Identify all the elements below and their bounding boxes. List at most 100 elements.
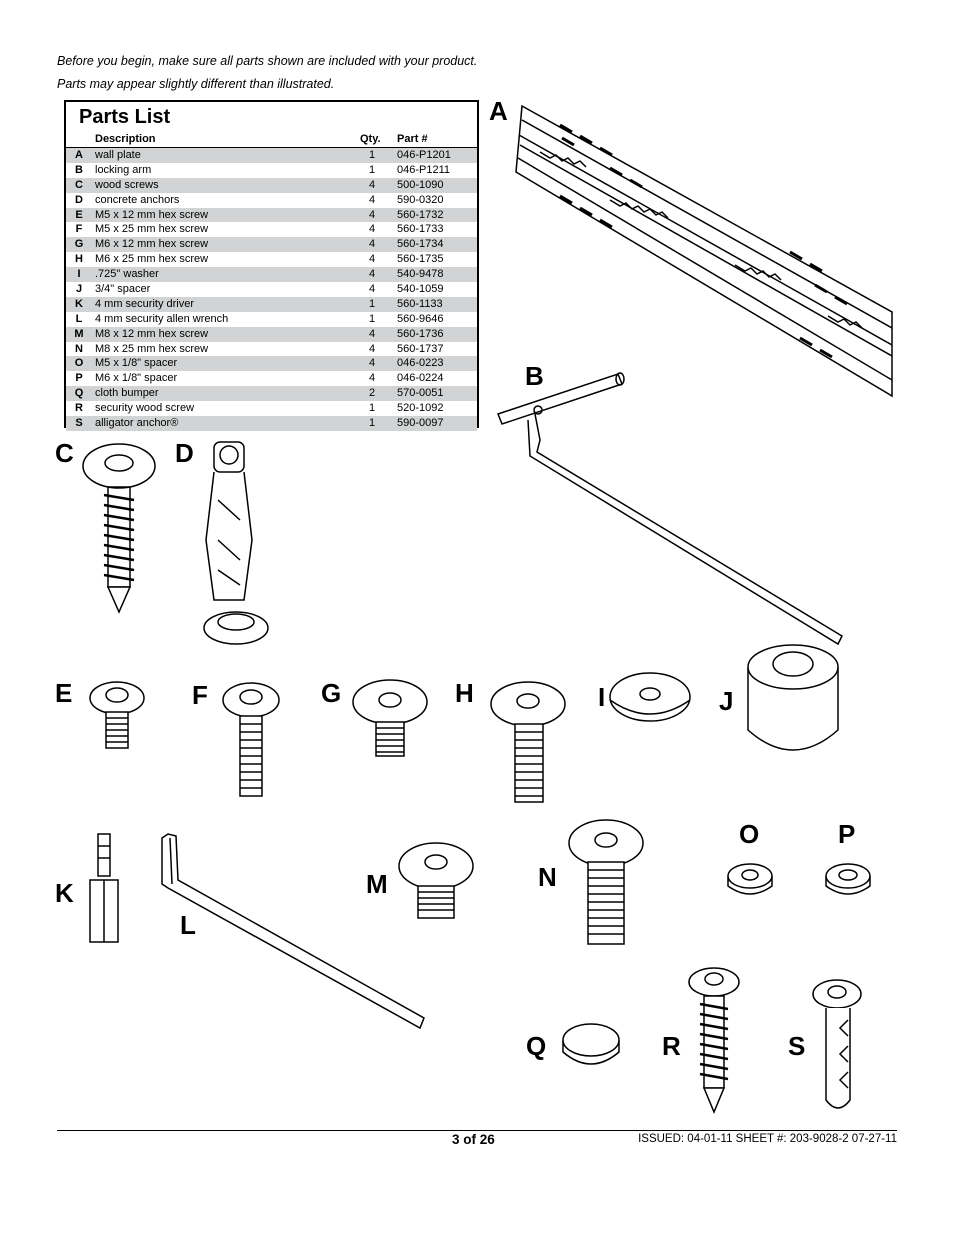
- label-o: O: [739, 819, 760, 849]
- part-description: M6 x 1/8" spacer: [95, 372, 178, 385]
- part-letter: H: [75, 253, 83, 266]
- part-letter: L: [75, 312, 83, 325]
- parts-row: J 3/4" spacer 4 540-1059: [66, 282, 477, 297]
- part-letter: M: [74, 327, 84, 340]
- part-qty: 4: [368, 357, 376, 370]
- part-description: 3/4" spacer: [95, 283, 151, 296]
- part-description: M5 x 12 mm hex screw: [95, 208, 209, 221]
- screw-g-drawing: [352, 679, 428, 757]
- footer-divider: [57, 1130, 897, 1131]
- part-qty: 4: [368, 327, 376, 340]
- part-number: 540-1059: [397, 283, 444, 296]
- concrete-anchor-drawing: [203, 441, 269, 645]
- part-qty: 2: [368, 387, 376, 400]
- part-description: M8 x 25 mm hex screw: [95, 342, 209, 355]
- alligator-anchor-drawing: [812, 979, 862, 1109]
- part-description: alligator anchor®: [95, 417, 179, 430]
- label-i: I: [598, 682, 606, 712]
- wood-screw-drawing: [82, 443, 156, 614]
- part-letter: C: [75, 178, 83, 191]
- part-qty: 1: [368, 297, 376, 310]
- intro-line-2: Parts may appear slightly different than…: [57, 77, 335, 91]
- parts-row: F M5 x 25 mm hex screw 4 560-1733: [66, 222, 477, 237]
- parts-row: E M5 x 12 mm hex screw 4 560-1732: [66, 207, 477, 223]
- part-letter: Q: [74, 387, 84, 400]
- label-j: J: [719, 686, 734, 716]
- part-description: M6 x 25 mm hex screw: [95, 253, 209, 266]
- part-description: .725" washer: [95, 268, 159, 281]
- part-letter: F: [75, 223, 83, 236]
- part-qty: 4: [368, 283, 376, 296]
- part-qty: 4: [368, 208, 376, 221]
- part-number: 590-0320: [397, 193, 444, 206]
- label-c: C: [55, 438, 74, 468]
- page-number: 3 of 26: [452, 1132, 495, 1147]
- label-q: Q: [526, 1031, 547, 1061]
- screw-h-drawing: [490, 681, 566, 803]
- part-description: M5 x 25 mm hex screw: [95, 223, 209, 236]
- label-e: E: [55, 678, 73, 708]
- part-number: 570-0051: [397, 387, 444, 400]
- spacer-p-drawing: [825, 863, 871, 895]
- part-qty: 4: [368, 223, 376, 236]
- part-number: 560-1732: [397, 208, 444, 221]
- part-description: locking arm: [95, 163, 152, 176]
- issued-sheet-info: ISSUED: 04-01-11 SHEET #: 203-9028-2 07-…: [638, 1133, 897, 1145]
- screw-n-drawing: [568, 819, 644, 945]
- part-letter: A: [75, 149, 83, 161]
- parts-row: I .725" washer 4 540-9478: [66, 267, 477, 283]
- label-d: D: [175, 438, 194, 468]
- label-a: A: [489, 96, 508, 126]
- spacer-j-drawing: [747, 644, 839, 751]
- part-letter: K: [75, 297, 83, 310]
- intro-line-1: Before you begin, make sure all parts sh…: [57, 54, 478, 68]
- locking-arm-drawing: [497, 372, 843, 646]
- part-number: 046-P1201: [397, 149, 451, 161]
- part-letter: E: [75, 208, 83, 221]
- label-l: L: [180, 910, 196, 940]
- label-b: B: [525, 361, 544, 391]
- spacer-o-drawing: [727, 863, 773, 895]
- part-letter: I: [77, 268, 81, 281]
- cloth-bumper-drawing: [562, 1023, 620, 1065]
- part-letter: J: [75, 283, 83, 296]
- part-letter: D: [75, 193, 83, 206]
- part-number: 560-1736: [397, 327, 444, 340]
- part-number: 500-1090: [397, 178, 444, 191]
- header-part-number: Part #: [397, 133, 428, 145]
- wall-plate-drawing: [515, 104, 893, 398]
- part-description: cloth bumper: [95, 387, 159, 400]
- part-qty: 4: [368, 268, 376, 281]
- part-number: 046-0223: [397, 357, 444, 370]
- part-description: wood screws: [95, 178, 159, 191]
- part-number: 560-1733: [397, 223, 444, 236]
- part-qty: 4: [368, 238, 376, 251]
- label-s: S: [788, 1031, 806, 1061]
- part-number: 560-1737: [397, 342, 444, 355]
- screw-e-drawing: [89, 681, 145, 749]
- part-letter: G: [74, 238, 84, 251]
- label-k: K: [55, 878, 74, 908]
- label-n: N: [538, 862, 557, 892]
- security-wood-screw-drawing: [688, 967, 740, 1114]
- label-g: G: [321, 678, 342, 708]
- part-letter: N: [75, 342, 83, 355]
- part-number: 540-9478: [397, 268, 444, 281]
- part-letter: B: [75, 163, 83, 176]
- label-f: F: [192, 680, 208, 710]
- part-number: 560-1734: [397, 238, 444, 251]
- part-letter: P: [75, 372, 83, 385]
- part-description: security wood screw: [95, 402, 195, 415]
- part-letter: S: [75, 417, 83, 430]
- part-number: 046-P1211: [397, 163, 451, 176]
- part-qty: 1: [368, 402, 376, 415]
- part-description: M6 x 12 mm hex screw: [95, 238, 209, 251]
- part-qty: 4: [368, 253, 376, 266]
